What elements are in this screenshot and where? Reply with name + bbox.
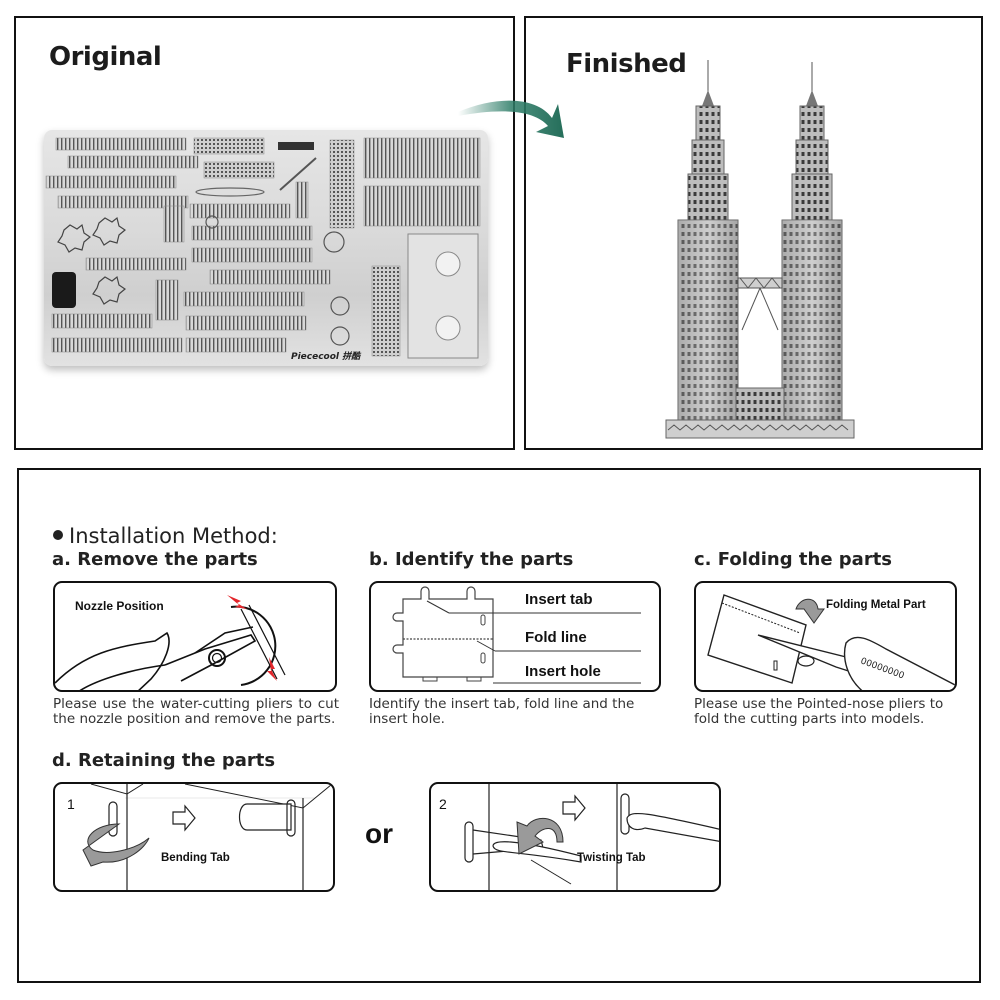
step-c-description: Please use the Pointed-nose pliers to fo…: [694, 696, 944, 727]
or-separator: or: [365, 818, 393, 849]
metal-sheet-parts: [45, 137, 481, 359]
insert-tab-label: Insert tab: [525, 591, 593, 608]
sheet-brand-logo: Piececool 拼酷: [291, 352, 361, 362]
spark-icon: [227, 595, 247, 609]
fold-line-label: Fold line: [525, 629, 587, 646]
folding-metal-part-label: Folding Metal Part: [826, 599, 926, 611]
twisting-tab-icon: [464, 784, 719, 890]
cutting-pliers-icon: [55, 595, 286, 690]
bending-tab-label: Bending Tab: [161, 852, 230, 864]
twin-towers-model-image: [665, 60, 855, 439]
insert-hole-label: Insert hole: [525, 663, 601, 680]
step-b-title: b. Identify the parts: [369, 549, 574, 570]
option-2-number: 2: [439, 796, 447, 812]
bending-tab-icon: [82, 784, 333, 890]
step-d-title: d. Retaining the parts: [52, 750, 276, 771]
step-d-option-2-illustration: 2 Twisting Tab: [429, 782, 721, 892]
step-b-illustration: Insert tab Fold line Insert hole: [369, 581, 661, 692]
step-c-illustration: 00000000 Folding Metal Part: [694, 581, 957, 692]
nozzle-position-label: Nozzle Position: [75, 599, 164, 613]
finished-panel: Finished: [524, 16, 983, 450]
installation-heading: Installation Method:: [53, 524, 278, 548]
step-b-description: Identify the insert tab, fold line and t…: [369, 696, 635, 727]
original-panel: Original: [14, 16, 515, 450]
metal-sheet-image: Piececool 拼酷: [44, 130, 488, 366]
original-title: Original: [49, 42, 162, 72]
twisting-tab-label: Twisting Tab: [577, 852, 646, 864]
step-c-title: c. Folding the parts: [694, 549, 893, 570]
installation-heading-text: Installation Method:: [69, 524, 278, 548]
part-diagram-icon: [392, 586, 641, 684]
spark-icon: [267, 657, 277, 681]
step-d-option-1-illustration: 1 Bending Tab: [53, 782, 335, 892]
pointed-nose-pliers-icon: 00000000: [707, 594, 955, 690]
finished-title: Finished: [566, 49, 687, 79]
installation-panel: Installation Method: a. Remove the parts…: [17, 468, 981, 983]
step-a-illustration: Nozzle Position: [53, 581, 337, 692]
step-a-title: a. Remove the parts: [52, 549, 258, 570]
option-1-number: 1: [67, 796, 75, 812]
step-a-description: Please use the water-cutting pliers to c…: [53, 696, 339, 727]
curved-arrow-icon: [458, 100, 564, 138]
bullet-icon: [53, 530, 63, 540]
